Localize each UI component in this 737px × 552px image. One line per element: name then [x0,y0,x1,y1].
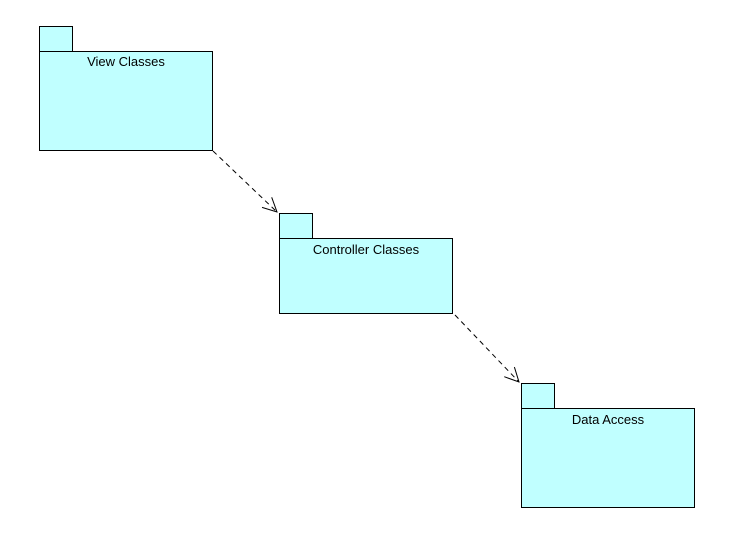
package-tab [279,213,313,239]
package-view-classes[interactable]: View Classes [39,26,213,151]
package-label: View Classes [87,54,165,69]
package-controller-classes[interactable]: Controller Classes [279,213,453,314]
package-tab [521,383,555,409]
package-tab [39,26,73,52]
package-body [279,238,453,314]
dependency-controller-to-data [454,314,519,382]
package-body [521,408,695,508]
package-data-access[interactable]: Data Access [521,383,695,508]
package-label: Data Access [572,412,645,427]
dependency-view-to-controller [212,150,277,212]
package-body [39,51,213,151]
package-label: Controller Classes [313,242,420,257]
